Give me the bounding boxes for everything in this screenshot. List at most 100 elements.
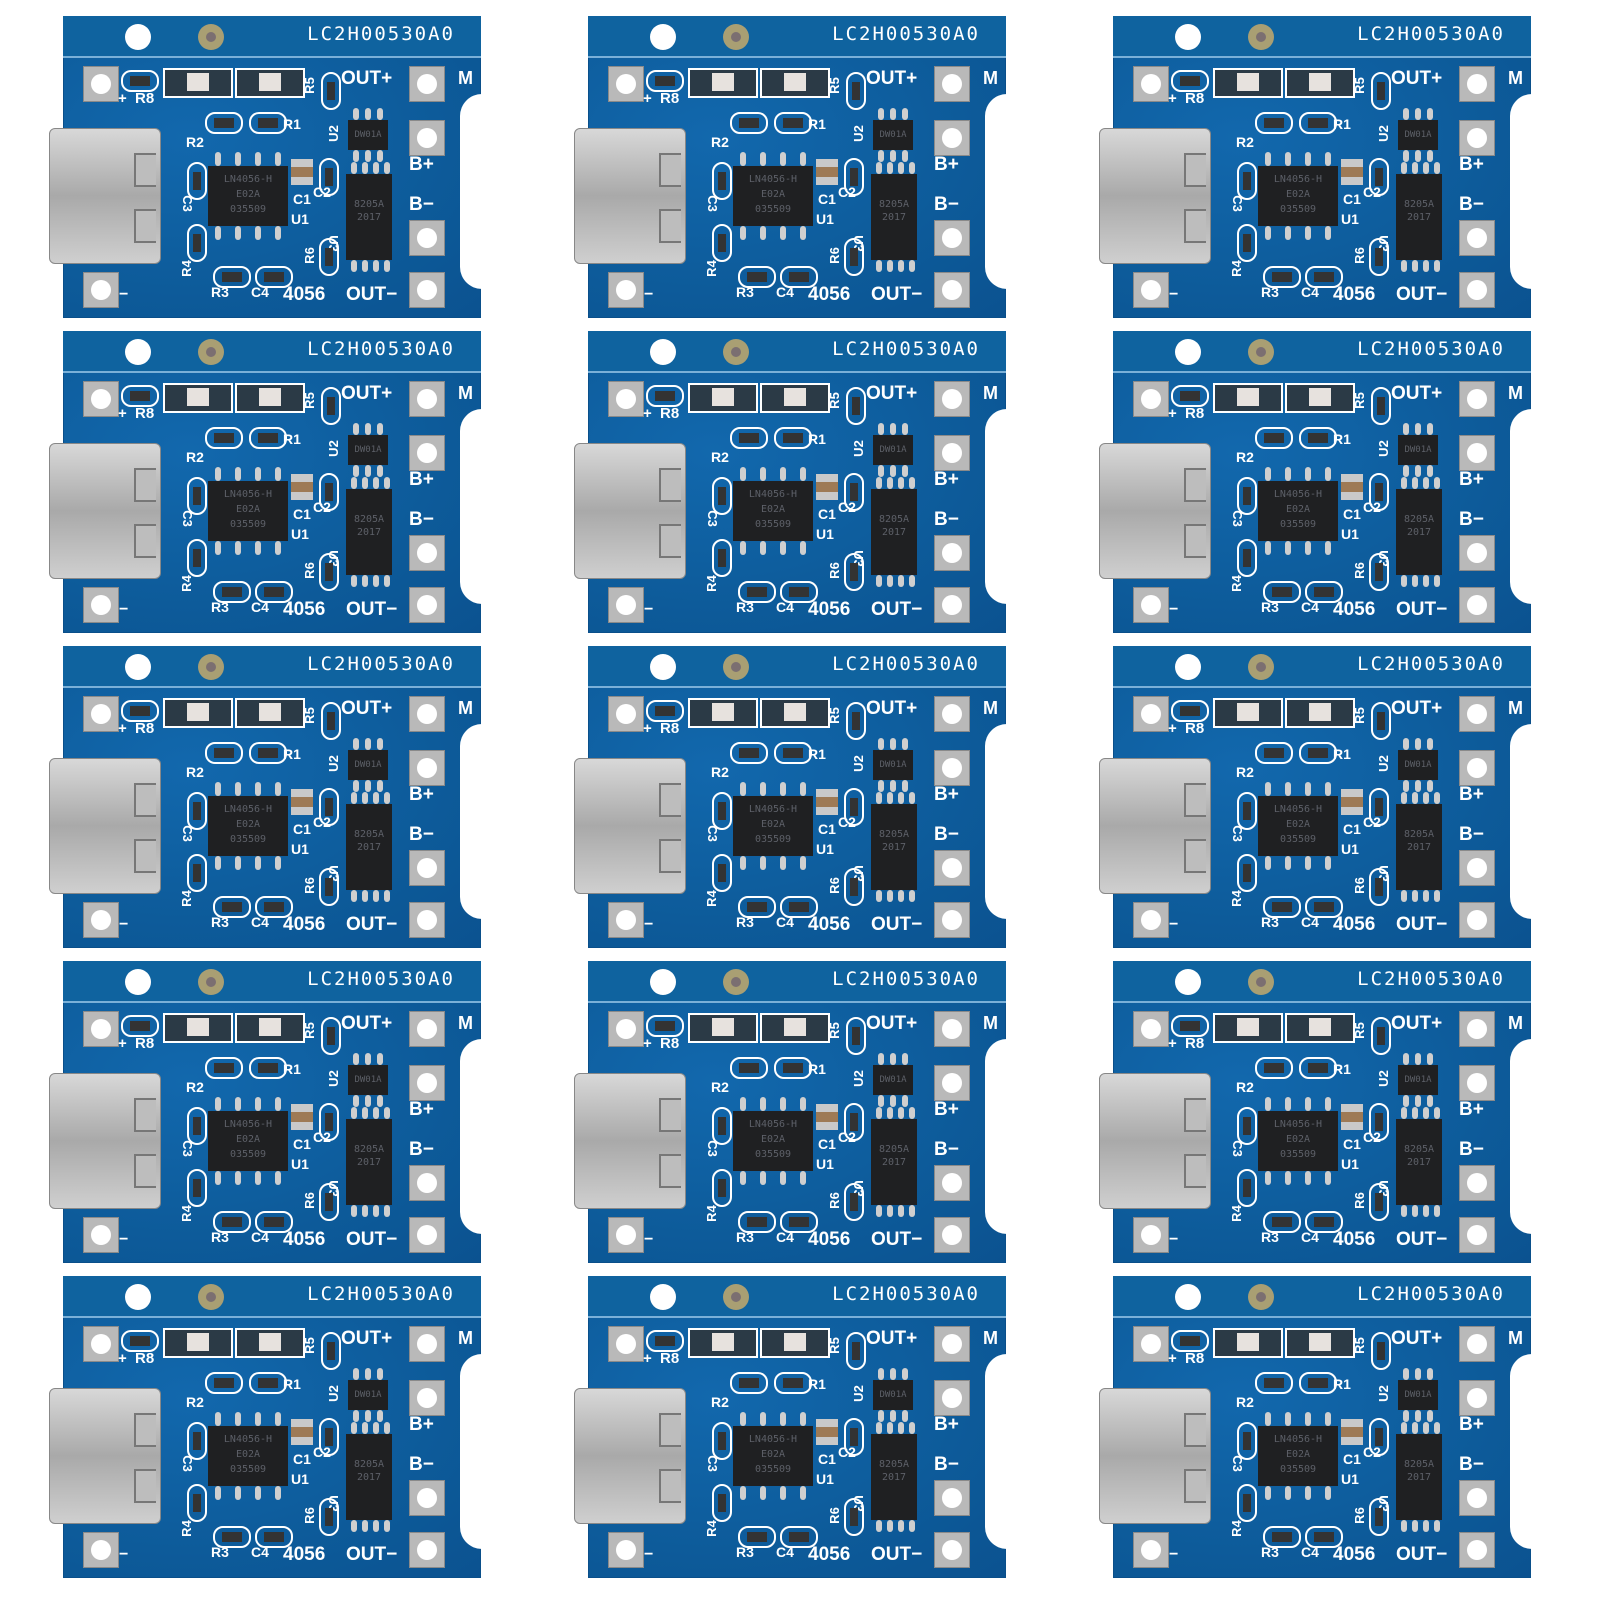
plus-input-pad <box>608 381 644 417</box>
chip-ln4056: LN4056-H E02A 035509 <box>208 1111 288 1171</box>
out-minus-pad <box>409 902 445 938</box>
out-minus-pad <box>409 1217 445 1253</box>
charging-led <box>1213 1013 1283 1043</box>
chip-ln4056: LN4056-H E02A 035509 <box>733 1426 813 1486</box>
standby-led <box>760 698 830 728</box>
mounting-hole <box>1175 969 1201 995</box>
label-b-minus: B− <box>1459 1454 1484 1475</box>
label-out-minus: OUT− <box>346 914 398 935</box>
label-out-plus: OUT+ <box>341 1328 393 1349</box>
label-r6: R6 <box>1351 1192 1367 1209</box>
label-u2: U2 <box>1375 1070 1391 1087</box>
label-r8: R8 <box>660 1350 680 1367</box>
standby-led <box>760 1328 830 1358</box>
label-4056: 4056 <box>1333 914 1376 935</box>
label-r3: R3 <box>736 284 754 300</box>
out-plus-pad <box>409 696 445 732</box>
standby-led <box>1285 383 1355 413</box>
out-minus-pad <box>409 272 445 308</box>
capacitor-c3 <box>187 792 207 830</box>
label-b-plus: B+ <box>1459 784 1484 805</box>
resistor-r6 <box>1369 868 1389 906</box>
resistor-r3 <box>213 1526 251 1548</box>
label-out-minus: OUT− <box>346 599 398 620</box>
label-r4: R4 <box>178 890 194 907</box>
b-plus-pad <box>1459 435 1495 471</box>
label-out-minus: OUT− <box>346 1544 398 1565</box>
plus-input-pad <box>1133 1326 1169 1362</box>
label-out-minus: OUT− <box>1396 914 1448 935</box>
charger-module-board-1: LC2H00530A0 M B+ B− OUT+ OUT− 4056 − + R… <box>49 16 482 318</box>
chip-ln4056: LN4056-H E02A 035509 <box>733 166 813 226</box>
mounting-hole <box>1175 654 1201 680</box>
standby-led <box>235 698 305 728</box>
b-minus-pad <box>1459 220 1495 256</box>
label-r4: R4 <box>703 1520 719 1537</box>
charging-led <box>163 1013 233 1043</box>
label-minus: − <box>644 916 654 933</box>
label-r3: R3 <box>211 1544 229 1560</box>
usb-c-connector <box>1099 1073 1211 1209</box>
out-minus-pad <box>934 1532 970 1568</box>
standby-led <box>1285 68 1355 98</box>
chip-ln4056: LN4056-H E02A 035509 <box>208 481 288 541</box>
board-code-label: LC2H00530A0 <box>307 338 455 360</box>
label-c1: C1 <box>1343 1451 1361 1467</box>
label-u2: U2 <box>850 1070 866 1087</box>
charging-led <box>688 698 758 728</box>
capacitor-c4 <box>1305 266 1343 288</box>
chip-8205a: 8205A 2017 <box>871 489 917 575</box>
capacitor-c2 <box>1369 158 1389 196</box>
label-b-plus: B+ <box>409 1099 434 1120</box>
chip-dw01a: DW01A <box>348 120 388 150</box>
resistor-r8 <box>646 385 684 407</box>
chip-8205a: 8205A 2017 <box>871 804 917 890</box>
capacitor-c3 <box>712 477 732 515</box>
label-r3: R3 <box>211 599 229 615</box>
b-minus-pad <box>409 1480 445 1516</box>
resistor-r2 <box>730 112 768 134</box>
label-b-plus: B+ <box>409 469 434 490</box>
standby-led <box>1285 1328 1355 1358</box>
label-r3: R3 <box>736 1229 754 1245</box>
label-u2: U2 <box>850 125 866 142</box>
label-out-plus: OUT+ <box>1391 68 1443 89</box>
capacitor-c3 <box>1237 1422 1257 1460</box>
mounting-hole <box>650 24 676 50</box>
minus-input-pad <box>1133 1532 1169 1568</box>
capacitor-c3 <box>712 162 732 200</box>
chip-8205a: 8205A 2017 <box>346 1434 392 1520</box>
label-minus: − <box>1169 601 1179 618</box>
standby-led <box>760 68 830 98</box>
mounting-hole <box>650 654 676 680</box>
chip-8205a: 8205A 2017 <box>871 1119 917 1205</box>
label-minus: − <box>1169 1231 1179 1248</box>
board-edge-notch <box>985 724 1007 919</box>
chip-dw01a: DW01A <box>348 750 388 780</box>
label-c4: C4 <box>1301 914 1319 930</box>
via-pad <box>1248 1284 1274 1310</box>
capacitor-c1 <box>1341 159 1363 185</box>
label-c4: C4 <box>776 284 794 300</box>
label-b-minus: B− <box>409 1139 434 1160</box>
resistor-r6 <box>844 868 864 906</box>
via-pad <box>723 654 749 680</box>
label-u2: U2 <box>850 440 866 457</box>
label-m: M <box>983 698 998 718</box>
label-u2: U2 <box>1375 755 1391 772</box>
resistor-r6 <box>844 1183 864 1221</box>
label-b-minus: B− <box>934 509 959 530</box>
label-r8: R8 <box>1185 90 1205 107</box>
label-r8: R8 <box>135 1035 155 1052</box>
label-r6: R6 <box>826 877 842 894</box>
via-pad <box>198 339 224 365</box>
label-m: M <box>458 1013 473 1033</box>
resistor-r1 <box>1299 1372 1337 1394</box>
chip-ln4056: LN4056-H E02A 035509 <box>208 1426 288 1486</box>
label-plus: + <box>643 405 652 422</box>
chip-dw01a: DW01A <box>873 1065 913 1095</box>
label-r8: R8 <box>1185 1350 1205 1367</box>
label-r6: R6 <box>1351 247 1367 264</box>
label-c4: C4 <box>776 1544 794 1560</box>
capacitor-c2 <box>319 1103 339 1141</box>
